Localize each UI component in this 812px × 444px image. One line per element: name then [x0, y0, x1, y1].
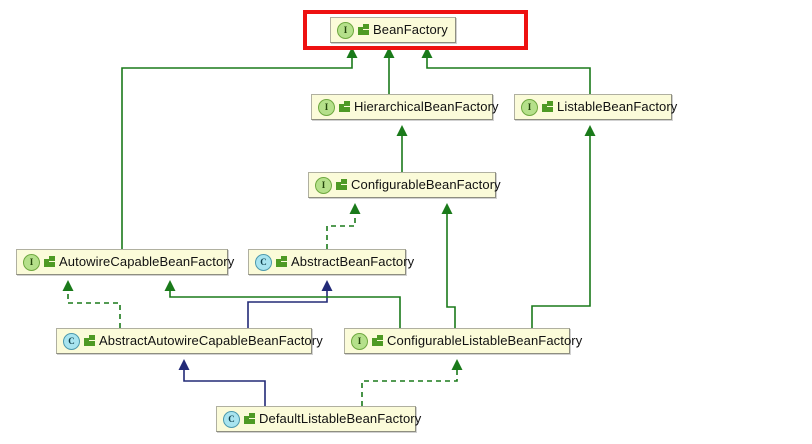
edge-default-to-configurablelistable [361, 359, 463, 406]
package-visibility-icon [358, 24, 369, 36]
edge-abstractautowire-to-abstractbeanfactory [247, 280, 333, 328]
package-visibility-icon [276, 256, 287, 268]
package-visibility-icon [339, 101, 350, 113]
node-configurablebeanfactory[interactable]: I ConfigurableBeanFactory [308, 172, 501, 198]
class-icon: C [255, 253, 272, 271]
node-configurablelistablebeanfactory[interactable]: I ConfigurableListableBeanFactory [344, 328, 582, 354]
node-autowirecapablebeanfactory[interactable]: I AutowireCapableBeanFactory [16, 249, 234, 275]
class-icon: C [63, 332, 80, 350]
node-label: BeanFactory [373, 22, 448, 37]
node-label: ConfigurableBeanFactory [351, 177, 501, 192]
edge-abstractbeanfactory-to-configurable [326, 203, 361, 249]
package-visibility-icon [244, 413, 255, 425]
package-visibility-icon [542, 101, 553, 113]
package-visibility-icon [44, 256, 55, 268]
package-visibility-icon [372, 335, 383, 347]
node-defaultlistablebeanfactory[interactable]: C DefaultListableBeanFactory [216, 406, 421, 432]
package-visibility-icon [84, 335, 95, 347]
edge-default-to-abstractautowire [178, 359, 266, 406]
edge-listable-to-beanfactory [421, 47, 591, 94]
node-abstractautowirecapablebeanfactory[interactable]: C AbstractAutowireCapableBeanFactory [56, 328, 323, 354]
node-listablebeanfactory[interactable]: I ListableBeanFactory [514, 94, 677, 120]
node-label: AbstractAutowireCapableBeanFactory [99, 333, 323, 348]
edge-configurablelistable-to-configurable [441, 203, 456, 328]
interface-icon: I [521, 98, 538, 116]
node-label: AbstractBeanFactory [291, 254, 415, 269]
node-label: HierarchicalBeanFactory [354, 99, 499, 114]
interface-icon: I [23, 253, 40, 271]
interface-icon: I [318, 98, 335, 116]
package-visibility-icon [336, 179, 347, 191]
interface-icon: I [337, 21, 354, 39]
edge-configurablelistable-to-listable [531, 125, 596, 328]
interface-icon: I [315, 176, 332, 194]
edge-abstractautowire-to-autowirecapable [62, 280, 121, 328]
node-beanfactory[interactable]: I BeanFactory [330, 17, 456, 43]
selection-highlight-frame [303, 10, 528, 50]
interface-icon: I [351, 332, 368, 350]
edge-autowirecapable-to-beanfactory [121, 47, 358, 249]
node-label: AutowireCapableBeanFactory [59, 254, 235, 269]
node-hierarchicalbeanfactory[interactable]: I HierarchicalBeanFactory [311, 94, 499, 120]
node-abstractbeanfactory[interactable]: C AbstractBeanFactory [248, 249, 414, 275]
node-label: DefaultListableBeanFactory [259, 411, 422, 426]
node-label: ConfigurableListableBeanFactory [387, 333, 583, 348]
node-label: ListableBeanFactory [557, 99, 678, 114]
edge-configurablelistable-to-autowirecapable [164, 280, 401, 328]
class-icon: C [223, 410, 240, 428]
